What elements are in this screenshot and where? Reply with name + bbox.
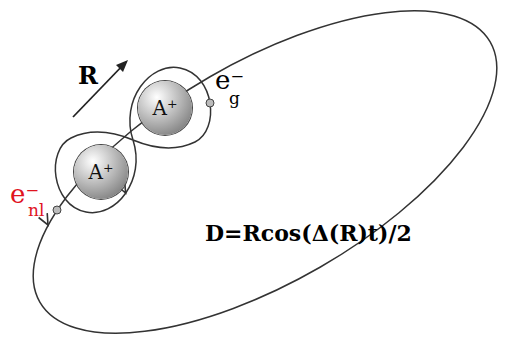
ion-sphere: A⁺ [138,81,192,135]
ion-sphere: A⁺ [74,145,128,199]
electron-dot [206,99,214,107]
r-arrowhead [116,60,128,72]
electron-subscript: nl [28,201,44,221]
r-vector [73,62,126,117]
electron-subscript: g [229,89,240,109]
formula-label: D=Rcos(Δ(R)t)/2 [205,221,412,246]
ion-label: A⁺ [153,98,178,118]
ion-label: A⁺ [89,162,114,182]
vector-label: R [78,62,98,90]
electron-dot [53,206,61,214]
